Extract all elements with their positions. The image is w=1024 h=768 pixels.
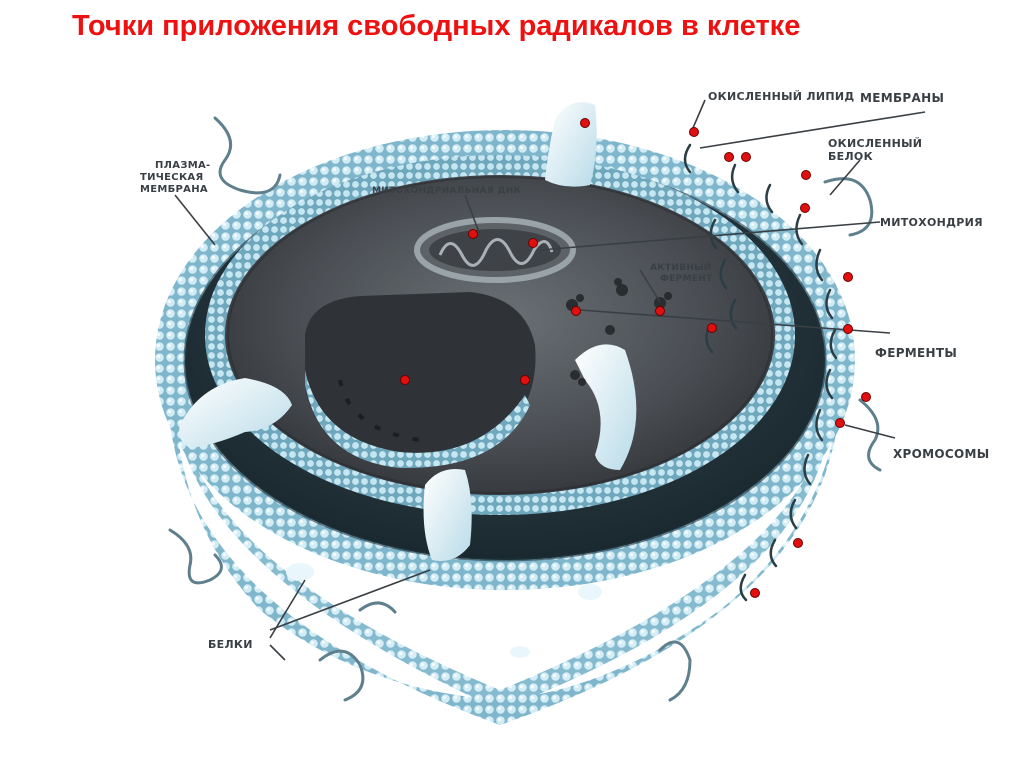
- label-oxidized-lipid: ОКИСЛЕННЫЙ ЛИПИД: [708, 90, 854, 103]
- label-oxidized-protein-2: БЕЛОК: [828, 150, 873, 163]
- protein-strands: [168, 116, 882, 702]
- nucleus: [305, 292, 536, 469]
- radical-marker: [843, 324, 853, 334]
- radical-marker: [655, 306, 665, 316]
- label-oxidized-protein-1: ОКИСЛЕННЫЙ: [828, 137, 922, 150]
- label-active-enzyme-2: ФЕРМЕНТ: [660, 274, 713, 284]
- radical-marker: [528, 238, 538, 248]
- radical-marker: [835, 418, 845, 428]
- radical-marker: [520, 375, 530, 385]
- label-chromosomes: ХРОМОСОМЫ: [893, 447, 989, 461]
- lipid-tails: [683, 143, 838, 602]
- radical-marker: [724, 152, 734, 162]
- radical-marker: [689, 127, 699, 137]
- radical-marker: [741, 152, 751, 162]
- enzyme-clusters: [566, 278, 672, 386]
- label-enzymes: ФЕРМЕНТЫ: [875, 346, 957, 360]
- radical-marker: [861, 392, 871, 402]
- radical-marker: [400, 375, 410, 385]
- er-fold: [575, 344, 637, 470]
- label-mitochondria: МИТОХОНДРИЯ: [880, 216, 983, 229]
- radical-marker: [843, 272, 853, 282]
- radical-marker: [750, 588, 760, 598]
- label-mito-dna: МИТОХОНДРИАЛЬНАЯ ДНК: [372, 186, 522, 196]
- membrane-proteins: [179, 102, 602, 658]
- mitochondrion: [414, 217, 576, 283]
- label-plasma-membrane-3: МЕМБРАНА: [140, 184, 208, 195]
- label-membranes: МЕМБРАНЫ: [860, 91, 944, 105]
- radical-marker: [793, 538, 803, 548]
- radical-marker: [707, 323, 717, 333]
- label-proteins: БЕЛКИ: [208, 638, 253, 651]
- radical-marker: [800, 203, 810, 213]
- radical-marker: [468, 229, 478, 239]
- labels: ОКИСЛЕННЫЙ ЛИПИД МЕМБРАНЫ ОКИСЛЕННЫЙ БЕЛ…: [140, 90, 989, 651]
- label-active-enzyme-1: АКТИВНЫЙ: [650, 261, 712, 273]
- radical-marker: [580, 118, 590, 128]
- radical-markers: [400, 118, 871, 598]
- slide-title: Точки приложения свободных радикалов в к…: [72, 10, 801, 42]
- label-plasma-membrane-1: ПЛАЗМА-: [155, 160, 210, 171]
- radical-marker: [801, 170, 811, 180]
- label-plasma-membrane-2: ТИЧЕСКАЯ: [140, 172, 203, 183]
- radical-marker: [571, 306, 581, 316]
